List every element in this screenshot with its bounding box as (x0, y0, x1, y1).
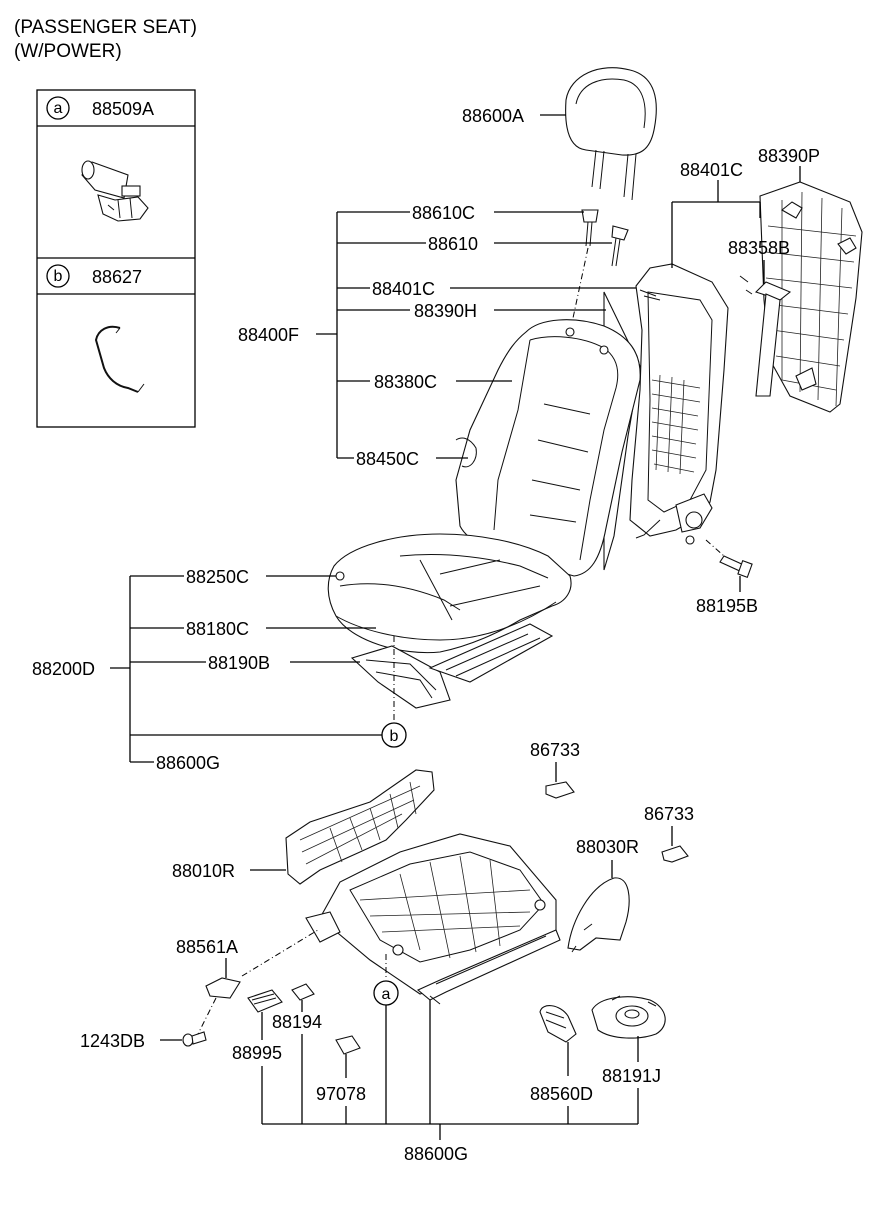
callout-b-label: b (390, 728, 399, 745)
label-88401C-top: 88401C (680, 160, 743, 180)
switch-knob-88560D-drawing (539, 1005, 577, 1043)
seat-frame-drawing (305, 833, 561, 1005)
label-88401C: 88401C (372, 279, 435, 299)
seatback-cushion-drawing (455, 291, 641, 577)
side-cover-88030R-drawing (567, 877, 630, 951)
label-88390P: 88390P (758, 146, 820, 166)
label-88995: 88995 (232, 1043, 282, 1063)
legend-marker-b (46, 264, 70, 288)
label-88030R: 88030R (576, 837, 639, 857)
clip-86733-a-drawing (545, 781, 575, 799)
label-88191J: 88191J (602, 1066, 661, 1086)
label-88610: 88610 (428, 234, 478, 254)
legend-part-b: 88627 (92, 267, 142, 287)
bolt-88195B-drawing (719, 555, 753, 578)
clip-86733-b-drawing (661, 845, 689, 863)
label-86733-a: 86733 (530, 740, 580, 760)
label-88610C: 88610C (412, 203, 475, 223)
label-88180C: 88180C (186, 619, 249, 639)
headrest-guides-drawing (581, 209, 629, 267)
label-88010R: 88010R (172, 861, 235, 881)
motor-drawing (81, 160, 149, 222)
side-shield-88010R-drawing (285, 769, 435, 885)
label-88190B: 88190B (208, 653, 270, 673)
label-88561A: 88561A (176, 937, 238, 957)
seat-pad-drawing (350, 623, 554, 709)
part-97078-drawing (335, 1035, 361, 1055)
label-88450C: 88450C (356, 449, 419, 469)
screw-1243DB-drawing (182, 1031, 207, 1047)
seat-cushion-drawing (327, 533, 572, 654)
legend-part-a: 88509A (92, 99, 154, 119)
label-88390H: 88390H (414, 301, 477, 321)
recliner-gear-88191J-drawing (591, 995, 666, 1039)
label-88380C: 88380C (374, 372, 437, 392)
headrest-drawing (565, 67, 657, 201)
label-88560D: 88560D (530, 1084, 593, 1104)
legend-box: a 88509A b 88627 (36, 89, 196, 428)
header-line-2: (W/POWER) (14, 41, 122, 62)
legend-marker-a (46, 96, 70, 120)
label-88600G-mid: 88600G (156, 753, 220, 773)
label-88250C: 88250C (186, 567, 249, 587)
wire-drawing (94, 325, 139, 393)
label-88194: 88194 (272, 1012, 322, 1032)
lumbar-bar-drawing (739, 275, 792, 397)
part-88194-drawing (291, 983, 315, 1001)
seatback-board-drawing (759, 181, 863, 413)
header-line-1: (PASSENGER SEAT) (14, 17, 197, 38)
label-86733-b: 86733 (644, 804, 694, 824)
callout-a-label: a (382, 986, 391, 1003)
trim-88561A-drawing (205, 977, 241, 999)
seatback-frame-drawing (629, 263, 729, 545)
legend-marker-b-label: b (54, 268, 63, 285)
label-88600A: 88600A (462, 106, 524, 126)
legend-marker-a-label: a (54, 100, 63, 117)
label-1243DB: 1243DB (80, 1031, 145, 1051)
label-88195B: 88195B (696, 596, 758, 616)
label-88358B: 88358B (728, 238, 790, 258)
label-97078: 97078 (316, 1084, 366, 1104)
label-88400F: 88400F (238, 325, 299, 345)
label-88600G-bottom: 88600G (404, 1144, 468, 1164)
label-88200D: 88200D (32, 659, 95, 679)
